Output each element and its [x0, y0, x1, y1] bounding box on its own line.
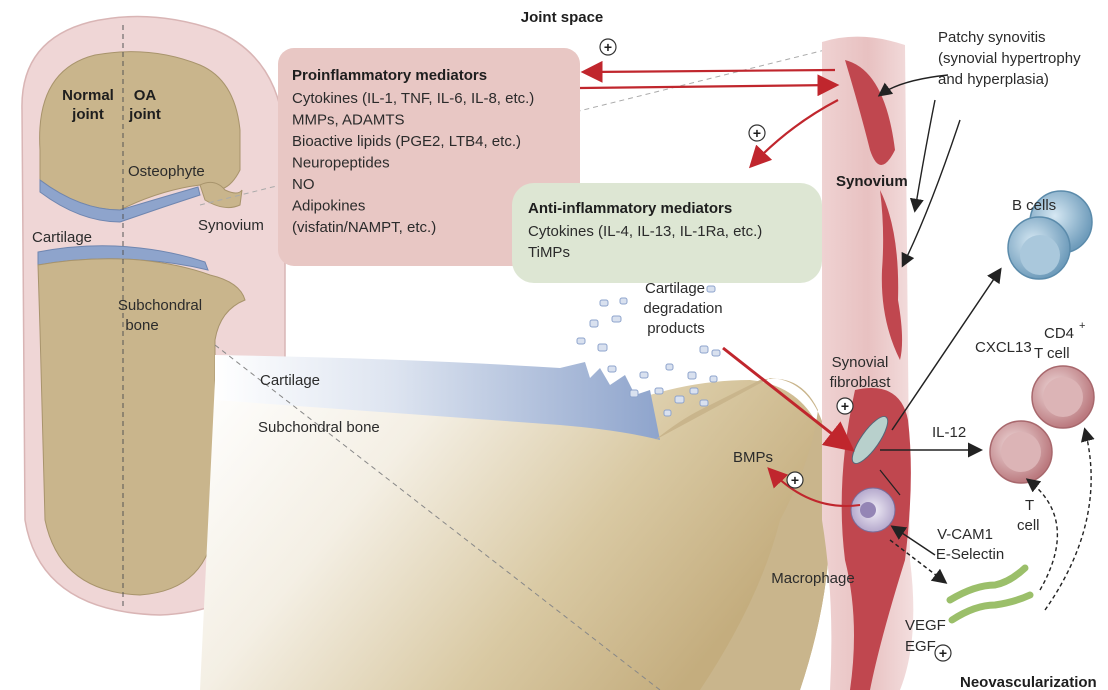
degradation-label: products — [647, 320, 705, 337]
vessel-upper — [950, 568, 1025, 600]
joint-space-label: Joint space — [521, 9, 604, 26]
inset-synovium-label: Synovium — [198, 217, 264, 234]
bmps-label: BMPs — [733, 449, 773, 466]
degradation-label: degradation — [643, 300, 722, 317]
vcam-label: V-CAM1 — [937, 526, 993, 543]
normal-joint-label: joint — [71, 106, 104, 123]
b-cell-nucleus — [1020, 235, 1060, 275]
fibroblast-label: Synovial — [832, 354, 889, 371]
selectin-label: E-Selectin — [936, 546, 1004, 563]
plus-sign: + — [753, 125, 761, 141]
plus-sign: + — [791, 472, 799, 488]
plus-sign: + — [939, 645, 947, 661]
plus-sign: + — [841, 398, 849, 414]
patchy-label: Patchy synovitis — [938, 29, 1046, 46]
main-cartilage-label: Cartilage — [260, 372, 320, 389]
anti-inflammatory-item: Cytokines (IL-4, IL-13, IL-1Ra, etc.) — [528, 223, 762, 240]
inset-osteophyte-label: Osteophyte — [128, 163, 205, 180]
t-cell-label: T — [1025, 497, 1034, 514]
egf-label: EGF — [905, 638, 936, 655]
proinflammatory-item: NO — [292, 176, 315, 193]
il12-label: IL-12 — [932, 424, 966, 441]
synovium-label: Synovium — [836, 173, 908, 190]
plus-sign: + — [604, 39, 612, 55]
cd4-label: T cell — [1034, 345, 1070, 362]
arrow-synovium-to-pro — [585, 70, 835, 72]
oa-joint-label: OA — [134, 87, 157, 104]
cd4-t-cell-nucleus — [1043, 377, 1083, 417]
oa-joint-label: joint — [128, 106, 161, 123]
inset-subchondral-label: Subchondral — [118, 297, 202, 314]
vessel-lower — [952, 595, 1030, 620]
proinflammatory-item: MMPs, ADAMTS — [292, 112, 405, 129]
normal-joint-label: Normal — [62, 87, 114, 104]
inset-subchondral-label: bone — [125, 317, 158, 334]
patchy-label: and hyperplasia) — [938, 71, 1049, 88]
proinflammatory-item: Cytokines (IL-1, TNF, IL-6, IL-8, etc.) — [292, 90, 534, 107]
cd4-label: CD4 — [1044, 325, 1074, 342]
anti-inflammatory-item: TiMPs — [528, 244, 570, 261]
anti-inflammatory-title: Anti-inflammatory mediators — [528, 200, 732, 217]
proinflammatory-item: (visfatin/NAMPT, etc.) — [292, 219, 436, 236]
macrophage-label: Macrophage — [771, 570, 854, 587]
proinflammatory-title: Proinflammatory mediators — [292, 67, 487, 84]
arrow-pro-to-synovium — [580, 85, 835, 88]
patchy-label: (synovial hypertrophy — [938, 50, 1081, 67]
vegf-label: VEGF — [905, 617, 946, 634]
proinflammatory-item: Adipokines — [292, 198, 365, 215]
degradation-label: Cartilage — [645, 280, 705, 297]
cd4-superscript: + — [1079, 320, 1085, 332]
t-cell-label: cell — [1017, 517, 1040, 534]
macrophage-nucleus — [860, 502, 876, 518]
neovascularization-label: Neovascularization — [960, 674, 1097, 690]
t-cell-nucleus — [1001, 432, 1041, 472]
fibroblast-label: fibroblast — [830, 374, 892, 391]
proinflammatory-item: Neuropeptides — [292, 155, 390, 172]
main-subchondral-label: Subchondral bone — [258, 419, 380, 436]
b-cells-label: B cells — [1012, 197, 1056, 214]
cxcl13-label: CXCL13 — [975, 339, 1032, 356]
proinflammatory-item: Bioactive lipids (PGE2, LTB4, etc.) — [292, 133, 521, 150]
inset-cartilage-label: Cartilage — [32, 229, 92, 246]
